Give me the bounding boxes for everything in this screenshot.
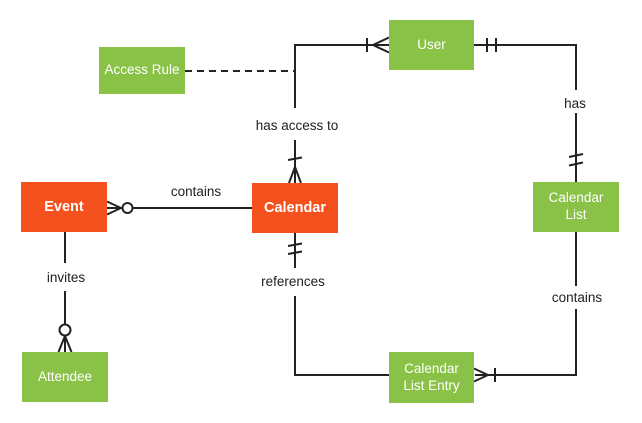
edge-event-invites-attendee bbox=[57, 232, 73, 353]
entity-event: Event bbox=[21, 182, 107, 232]
entity-user: User bbox=[389, 20, 474, 70]
edge-entry-references-calendar bbox=[287, 232, 389, 376]
entity-calendar-list: Calendar List bbox=[533, 182, 619, 232]
relationship-label-references: references bbox=[259, 274, 327, 289]
entity-access-rule: Access Rule bbox=[99, 47, 185, 94]
entity-attendee-label: Attendee bbox=[37, 368, 93, 384]
entity-calendar-list-label: Calendar List bbox=[548, 190, 604, 222]
entity-calendar: Calendar bbox=[252, 183, 338, 233]
edge-calendar-contains-event bbox=[106, 200, 252, 216]
relationship-label-invites: invites bbox=[44, 270, 88, 285]
edge-calendar-list-contains-entry bbox=[473, 232, 577, 383]
entity-user-label: User bbox=[417, 36, 446, 52]
entity-calendar-list-entry: Calendar List Entry bbox=[389, 352, 474, 403]
edge-user-has-access-to-calendar bbox=[287, 36, 390, 184]
entity-calendar-list-entry-label: Calendar List Entry bbox=[403, 360, 460, 393]
relationship-label-contains-list: contains bbox=[549, 290, 605, 305]
entity-attendee: Attendee bbox=[22, 352, 108, 402]
relationship-label-has-access-to: has access to bbox=[253, 118, 341, 133]
edge-user-has-calendar-list bbox=[474, 38, 584, 182]
entity-calendar-label: Calendar bbox=[263, 199, 327, 216]
entity-event-label: Event bbox=[44, 198, 84, 215]
relationship-label-contains-event: contains bbox=[168, 184, 224, 199]
entity-access-rule-label: Access Rule bbox=[104, 62, 180, 78]
relationship-label-has: has bbox=[562, 96, 588, 111]
